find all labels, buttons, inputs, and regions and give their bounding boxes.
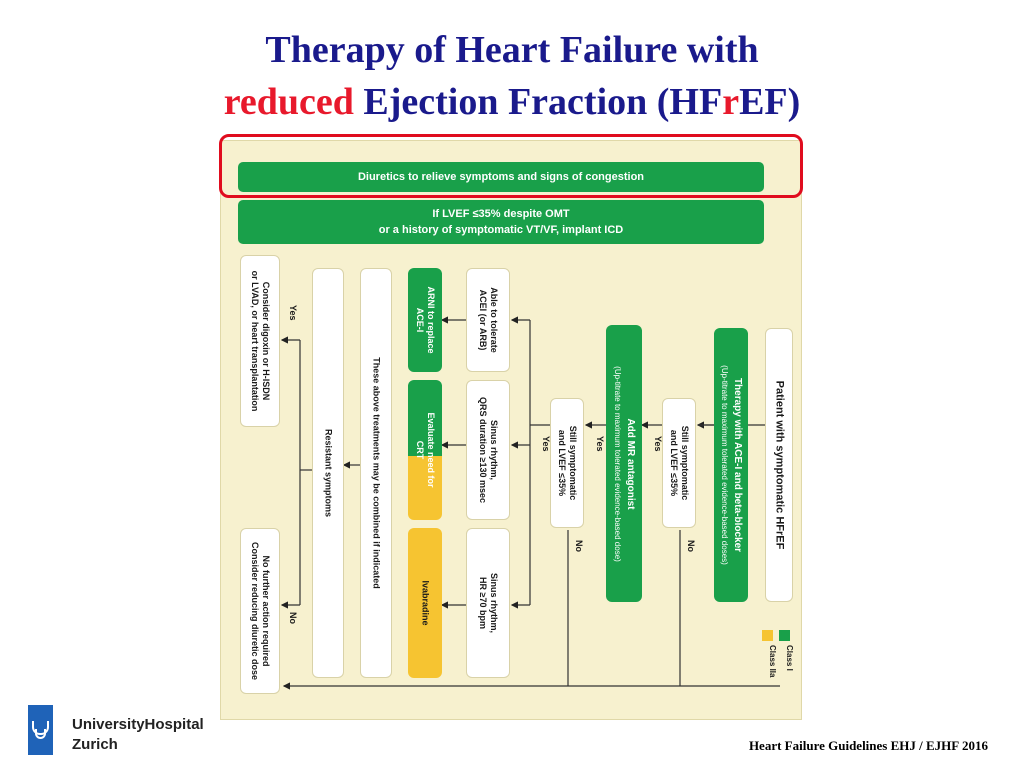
sinus-hr-line2: HR ≥70 bpm bbox=[478, 577, 488, 629]
title-r-letter: r bbox=[722, 81, 740, 123]
no-label-nofurther: No bbox=[288, 612, 298, 624]
legend-class1-label: Class I bbox=[785, 645, 794, 671]
still1-line2: and LVEF ≤35% bbox=[669, 429, 679, 497]
arni-line2: ACE-I bbox=[415, 307, 425, 333]
able-line2: ACEI (or ARB) bbox=[478, 289, 488, 351]
legend-class2a-swatch bbox=[762, 630, 773, 641]
icd-bar-line1: If LVEF ≤35% despite OMT bbox=[432, 208, 570, 220]
sinus-hr-line1: Sinus rhythm, bbox=[489, 572, 499, 634]
patient-text: Patient with symptomatic HFrEF bbox=[773, 380, 786, 550]
resistant-symptoms-box: Resistant symptoms bbox=[312, 268, 344, 678]
able-line1: Able to tolerate bbox=[489, 287, 499, 353]
crt-line1: Evaluate need for bbox=[426, 412, 436, 488]
crt-class1-part bbox=[408, 380, 442, 456]
yes-label-still2: Yes bbox=[541, 436, 551, 452]
diuretics-highlight-frame bbox=[219, 134, 803, 198]
no-label-still2: No bbox=[574, 540, 584, 552]
crt-class2a-part bbox=[408, 456, 442, 520]
combined-treatments-box: These above treatments may be combined i… bbox=[360, 268, 392, 678]
digoxin-line1: Consider digoxin or H-ISDN bbox=[261, 281, 271, 401]
yes-label-digoxin: Yes bbox=[288, 305, 298, 321]
still-symptomatic-box-1: Still symptomatic and LVEF ≤35% bbox=[662, 398, 696, 528]
ivabradine-box: Ivabradine bbox=[408, 528, 442, 678]
therapy-ace-bb-text: Therapy with ACE-I and beta-blocker (Up-… bbox=[718, 365, 744, 565]
able-to-tolerate-box: Able to tolerate ACEI (or ARB) bbox=[466, 268, 510, 372]
ivabradine-text: Ivabradine bbox=[420, 580, 431, 626]
icd-bar: If LVEF ≤35% despite OMT or a history of… bbox=[238, 200, 764, 244]
logo-text-line1: UniversityHospital bbox=[72, 716, 204, 733]
able-to-tolerate-text: Able to tolerate ACEI (or ARB) bbox=[477, 287, 499, 353]
footer-citation: Heart Failure Guidelines EHJ / EJHF 2016 bbox=[748, 738, 988, 753]
still-symptomatic-text-2: Still symptomatic and LVEF ≤35% bbox=[556, 426, 578, 501]
crt-box: Evaluate need for CRT bbox=[408, 380, 442, 520]
nofurther-line2: Consider reducing diuretic dose bbox=[250, 541, 260, 681]
sinus-qrs-line1: Sinus rhythm, bbox=[489, 419, 499, 481]
sinus-hr-text: Sinus rhythm, HR ≥70 bpm bbox=[477, 573, 499, 633]
still2-line2: and LVEF ≤35% bbox=[557, 429, 567, 497]
sinus-qrs-line2: QRS duration ≥130 msec bbox=[478, 397, 488, 503]
still-symptomatic-text-1: Still symptomatic and LVEF ≤35% bbox=[668, 426, 690, 501]
arni-box: ARNI to replace ACE-I bbox=[408, 268, 442, 372]
sinus-hr-box: Sinus rhythm, HR ≥70 bpm bbox=[466, 528, 510, 678]
title-part-a: Ejection Fraction (HF bbox=[353, 81, 723, 123]
no-further-action-text: No further action required Consider redu… bbox=[249, 542, 271, 680]
legend-class1-swatch bbox=[779, 630, 790, 641]
mra-line2: (Up-titrate to maximum tolerated evidenc… bbox=[613, 365, 622, 562]
therapy-ace-bb-box: Therapy with ACE-I and beta-blocker (Up-… bbox=[714, 328, 748, 602]
diuretics-bar: Diuretics to relieve symptoms and signs … bbox=[238, 162, 764, 192]
title-reduced-word: reduced bbox=[223, 81, 354, 123]
digoxin-text: Consider digoxin or H-ISDN or LVAD, or h… bbox=[249, 271, 271, 412]
arni-text: ARNI to replace ACE-I bbox=[414, 286, 436, 353]
slide-title-line2: reduced Ejection Fraction (HFrEF) bbox=[0, 80, 1024, 124]
patient-box: Patient with symptomatic HFrEF bbox=[765, 328, 793, 602]
digoxin-box: Consider digoxin or H-ISDN or LVAD, or h… bbox=[240, 255, 280, 427]
yes-label-mra: Yes bbox=[595, 436, 605, 452]
slide-title-line1: Therapy of Heart Failure with bbox=[265, 29, 759, 71]
mra-text: Add MR antagonist (Up-titrate to maximum… bbox=[611, 366, 637, 562]
therapy-line2: (Up-titrate to maximum tolerated evidenc… bbox=[720, 365, 729, 565]
mra-line1: Add MR antagonist bbox=[625, 417, 636, 510]
sinus-qrs-box: Sinus rhythm, QRS duration ≥130 msec bbox=[466, 380, 510, 520]
therapy-line1: Therapy with ACE-I and beta-blocker bbox=[732, 377, 743, 553]
combined-treatments-text: These above treatments may be combined i… bbox=[371, 357, 382, 589]
arni-line1: ARNI to replace bbox=[426, 286, 436, 354]
yes-label-still1: Yes bbox=[653, 436, 663, 452]
digoxin-line2: or LVAD, or heart transplantation bbox=[250, 270, 260, 412]
no-label-still1: No bbox=[686, 540, 696, 552]
no-further-action-box: No further action required Consider redu… bbox=[240, 528, 280, 694]
crt-text: Evaluate need for CRT bbox=[414, 412, 436, 487]
still1-line1: Still symptomatic bbox=[680, 425, 690, 501]
icd-bar-line2: or a history of symptomatic VT/VF, impla… bbox=[378, 224, 624, 236]
still-symptomatic-box-2: Still symptomatic and LVEF ≤35% bbox=[550, 398, 584, 528]
still2-line1: Still symptomatic bbox=[568, 425, 578, 501]
logo-text-line2: Zurich bbox=[72, 736, 118, 753]
sinus-qrs-text: Sinus rhythm, QRS duration ≥130 msec bbox=[477, 397, 499, 503]
university-hospital-logo-icon bbox=[28, 705, 53, 755]
legend-class2a-label: Class IIa bbox=[768, 645, 777, 678]
title-part-b: EF) bbox=[739, 81, 801, 123]
mra-box: Add MR antagonist (Up-titrate to maximum… bbox=[606, 325, 642, 602]
resistant-symptoms-text: Resistant symptoms bbox=[323, 428, 334, 518]
crt-line2: CRT bbox=[415, 440, 425, 460]
nofurther-line1: No further action required bbox=[261, 555, 271, 667]
